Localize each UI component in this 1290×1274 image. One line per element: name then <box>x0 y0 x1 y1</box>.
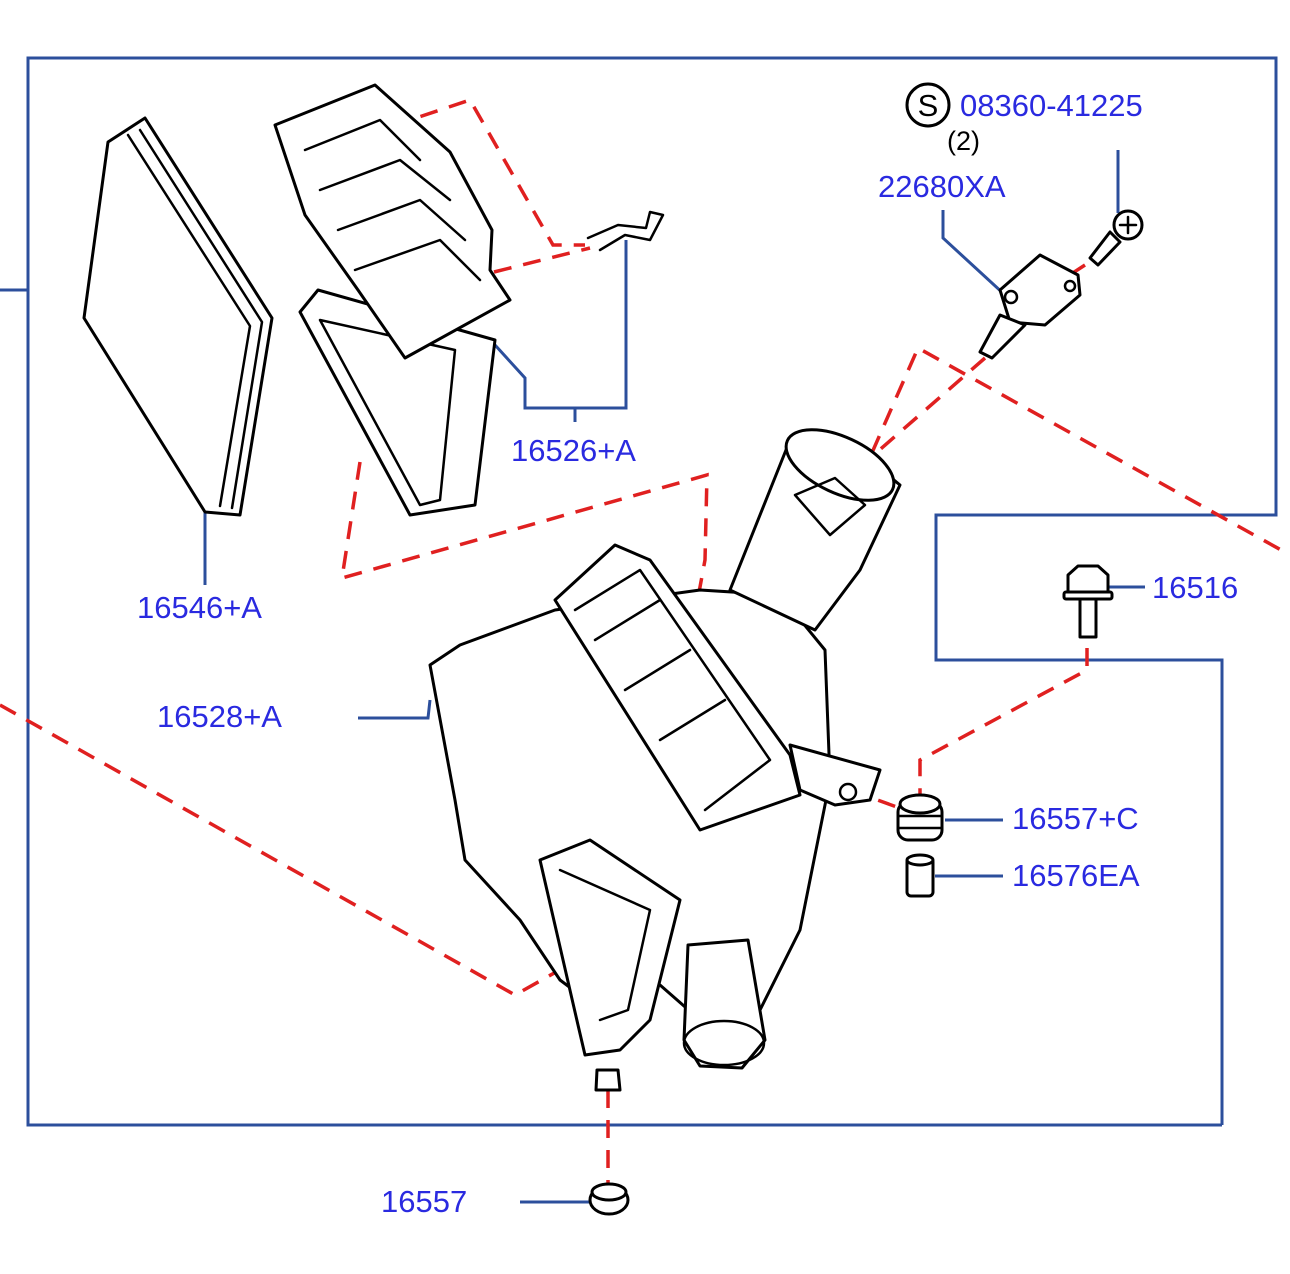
label-screw-code: 08360-41225 <box>960 88 1143 123</box>
air-flow-sensor <box>978 253 1082 360</box>
duct-opening <box>784 428 896 502</box>
label-bolt: 16516 <box>1152 570 1238 605</box>
cover-leader <box>493 240 628 410</box>
housing-pin <box>594 1068 622 1092</box>
collar-top <box>905 853 935 867</box>
cover-rib-3 <box>336 198 467 242</box>
cover-clip-dash <box>493 246 591 274</box>
grommet-c-top <box>898 793 942 815</box>
label-cover: 16526+A <box>511 433 636 468</box>
leader-lines <box>203 150 1145 1204</box>
cover-to-housing-dash <box>339 461 709 761</box>
lower-bracket-inner <box>558 868 652 1022</box>
air-cleaner-housing <box>428 428 902 1092</box>
main-assembly-bracket <box>26 56 1278 1127</box>
filter-rim <box>138 128 264 510</box>
grommet-c-dash <box>918 648 1089 795</box>
housing-rib-2 <box>623 648 692 692</box>
s-symbol-circle <box>905 82 951 128</box>
label-collar: 16576EA <box>1012 858 1140 893</box>
cover-frame <box>298 288 497 517</box>
part-labels: S 08360-41225 (2) 22680XA 16526+A 16546+… <box>137 82 1238 1219</box>
label-sensor: 22680XA <box>878 169 1006 204</box>
filter-body <box>82 116 274 517</box>
cover-rib-1 <box>303 118 422 162</box>
mount-tab <box>788 743 882 807</box>
housing-rim-inner <box>573 568 772 812</box>
filter-rim-inner <box>126 133 252 508</box>
cover-dashed-outline <box>391 97 585 247</box>
cover-rib-4 <box>353 238 482 282</box>
s-symbol-letter: S <box>918 88 939 123</box>
sensor-screw <box>1088 209 1144 267</box>
grommet-c <box>896 793 944 842</box>
bolt <box>1062 564 1114 639</box>
label-grommet: 16557 <box>381 1184 467 1219</box>
label-grommet-c: 16557+C <box>1012 801 1139 836</box>
mount-tab-hole <box>838 782 858 802</box>
label-housing: 16528+A <box>157 699 282 734</box>
sensor-leader <box>941 210 1007 297</box>
duct-to-right-dash <box>858 345 1290 557</box>
cover-top <box>273 83 512 360</box>
outlet-pipe-mouth <box>682 1019 766 1067</box>
cover-clip-part <box>586 210 665 252</box>
duct-sensor-port <box>793 476 867 537</box>
housing-rib-1 <box>593 598 662 642</box>
housing-rim <box>553 543 802 832</box>
label-screw-qty: (2) <box>947 126 980 156</box>
label-filter: 16546+A <box>137 590 262 625</box>
bolt-head <box>1066 564 1110 594</box>
air-filter-element <box>82 116 274 517</box>
grommet-top <box>590 1182 628 1202</box>
sensor-hole-left <box>1003 289 1019 305</box>
housing-rib-3 <box>658 698 727 742</box>
bolt-shank <box>1078 597 1098 639</box>
cover-rib-2 <box>318 158 452 202</box>
collar <box>905 853 935 898</box>
sensor-probe <box>978 313 1027 360</box>
sensor-hole-right <box>1063 279 1077 293</box>
housing-leader <box>358 699 432 720</box>
air-cleaner-cover <box>273 83 665 517</box>
screw-shank <box>1088 230 1122 267</box>
lower-bracket <box>538 838 682 1057</box>
grommet <box>588 1182 630 1216</box>
assembly-frame <box>0 56 1278 1127</box>
